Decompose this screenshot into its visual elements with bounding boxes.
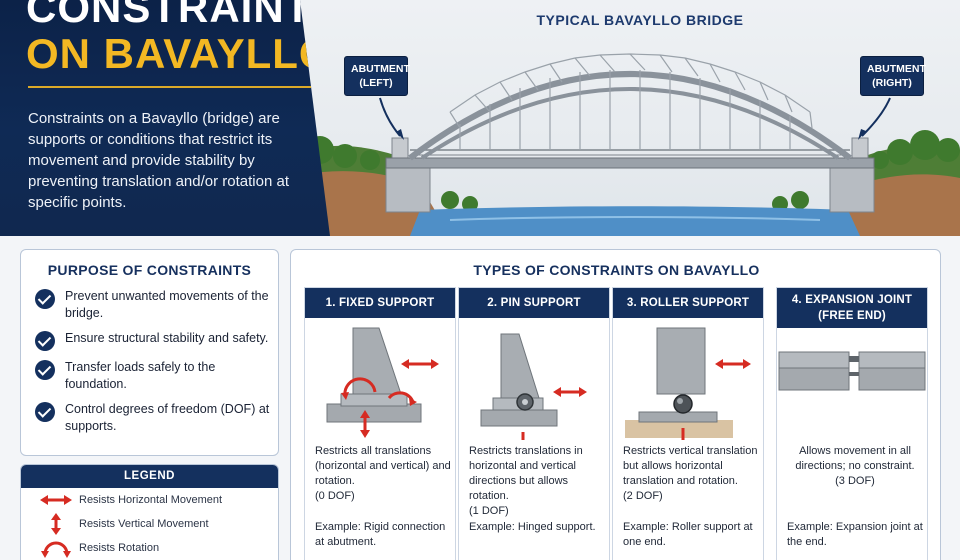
list-item: Control degrees of freedom (DOF) at supp…: [35, 401, 271, 435]
card-example: Example: Roller support at one end.: [623, 521, 753, 548]
title-divider: [28, 86, 318, 88]
roller-support-card: 3. ROLLER SUPPORT Restricts vertical tra…: [612, 287, 764, 560]
roller-support-diagram: [625, 327, 751, 440]
card-description: Restricts vertical translation but allow…: [623, 445, 758, 502]
title-panel: CONSTRAINT ON BAVAYLLO Constraints on a …: [0, 0, 330, 236]
bridge-illustration: [300, 53, 960, 236]
intro-text: Constraints on a Bavayllo (bridge) are s…: [28, 110, 289, 211]
legend-box: LEGEND Resists Horizontal Movement Resis…: [20, 464, 279, 560]
card-example: Example: Hinged support.: [469, 521, 596, 533]
check-circle-icon: [35, 402, 55, 422]
expansion-joint-card: 4. EXPANSION JOINT (FREE END) Allows mov…: [776, 287, 928, 560]
fixed-support-card: 1. FIXED SUPPORT Restricts all translati…: [304, 287, 456, 560]
types-panel: TYPES OF CONSTRAINTS ON BAVAYLLO 1. FIXE…: [290, 249, 941, 560]
card-description: Restricts translations in horizontal and…: [469, 445, 583, 517]
types-title: TYPES OF CONSTRAINTS ON BAVAYLLO: [473, 262, 760, 278]
card-description: Allows movement in all directions; no co…: [795, 445, 915, 487]
page-title-line2: ON BAVAYLLO: [26, 30, 333, 77]
card-example: Example: Expansion joint at the end.: [787, 521, 923, 548]
header: CONSTRAINT ON BAVAYLLO Constraints on a …: [0, 0, 960, 236]
check-circle-icon: [35, 331, 55, 351]
fixed-support-diagram: [326, 327, 439, 438]
pin-support-card: 2. PIN SUPPORT Restricts translations in…: [458, 287, 610, 560]
list-item: Prevent unwanted movements of the bridge…: [35, 288, 271, 322]
purpose-list: Prevent unwanted movements of the bridge…: [35, 288, 271, 443]
card-title: 3. ROLLER SUPPORT: [613, 288, 763, 318]
bridge-title: TYPICAL BAVAYLLO BRIDGE: [536, 12, 744, 28]
check-circle-icon: [35, 289, 55, 309]
list-item: Ensure structural stability and safety.: [35, 330, 271, 351]
card-title: 2. PIN SUPPORT: [459, 288, 609, 318]
card-example: Example: Rigid connection at abutment.: [315, 521, 446, 548]
legend-title: LEGEND: [21, 465, 278, 488]
abutment-right-label: ABUTMENT (RIGHT): [860, 56, 926, 96]
list-item: Transfer loads safely to the foundation.: [35, 359, 271, 393]
card-description: Restricts all translations (horizontal a…: [315, 445, 451, 502]
legend-item: Resists Rotation: [21, 536, 278, 560]
rotation-arrow-icon: [41, 541, 71, 558]
purpose-box: PURPOSE OF CONSTRAINTS Prevent unwanted …: [20, 249, 279, 456]
pin-support-diagram: [480, 333, 587, 440]
page-title-line1: CONSTRAINT: [26, 0, 312, 31]
expansion-joint-diagram: [778, 351, 926, 391]
purpose-title: PURPOSE OF CONSTRAINTS: [47, 262, 252, 278]
horizontal-arrow-icon: [40, 495, 72, 505]
check-circle-icon: [35, 360, 55, 380]
card-title: 4. EXPANSION JOINT (FREE END): [777, 288, 927, 328]
abutment-left-label: ABUTMENT (LEFT): [344, 56, 410, 96]
legend-item: Resists Horizontal Movement: [21, 488, 278, 512]
card-title: 1. FIXED SUPPORT: [305, 288, 455, 318]
vertical-arrow-icon: [51, 513, 61, 535]
legend-item: Resists Vertical Movement: [21, 512, 278, 536]
